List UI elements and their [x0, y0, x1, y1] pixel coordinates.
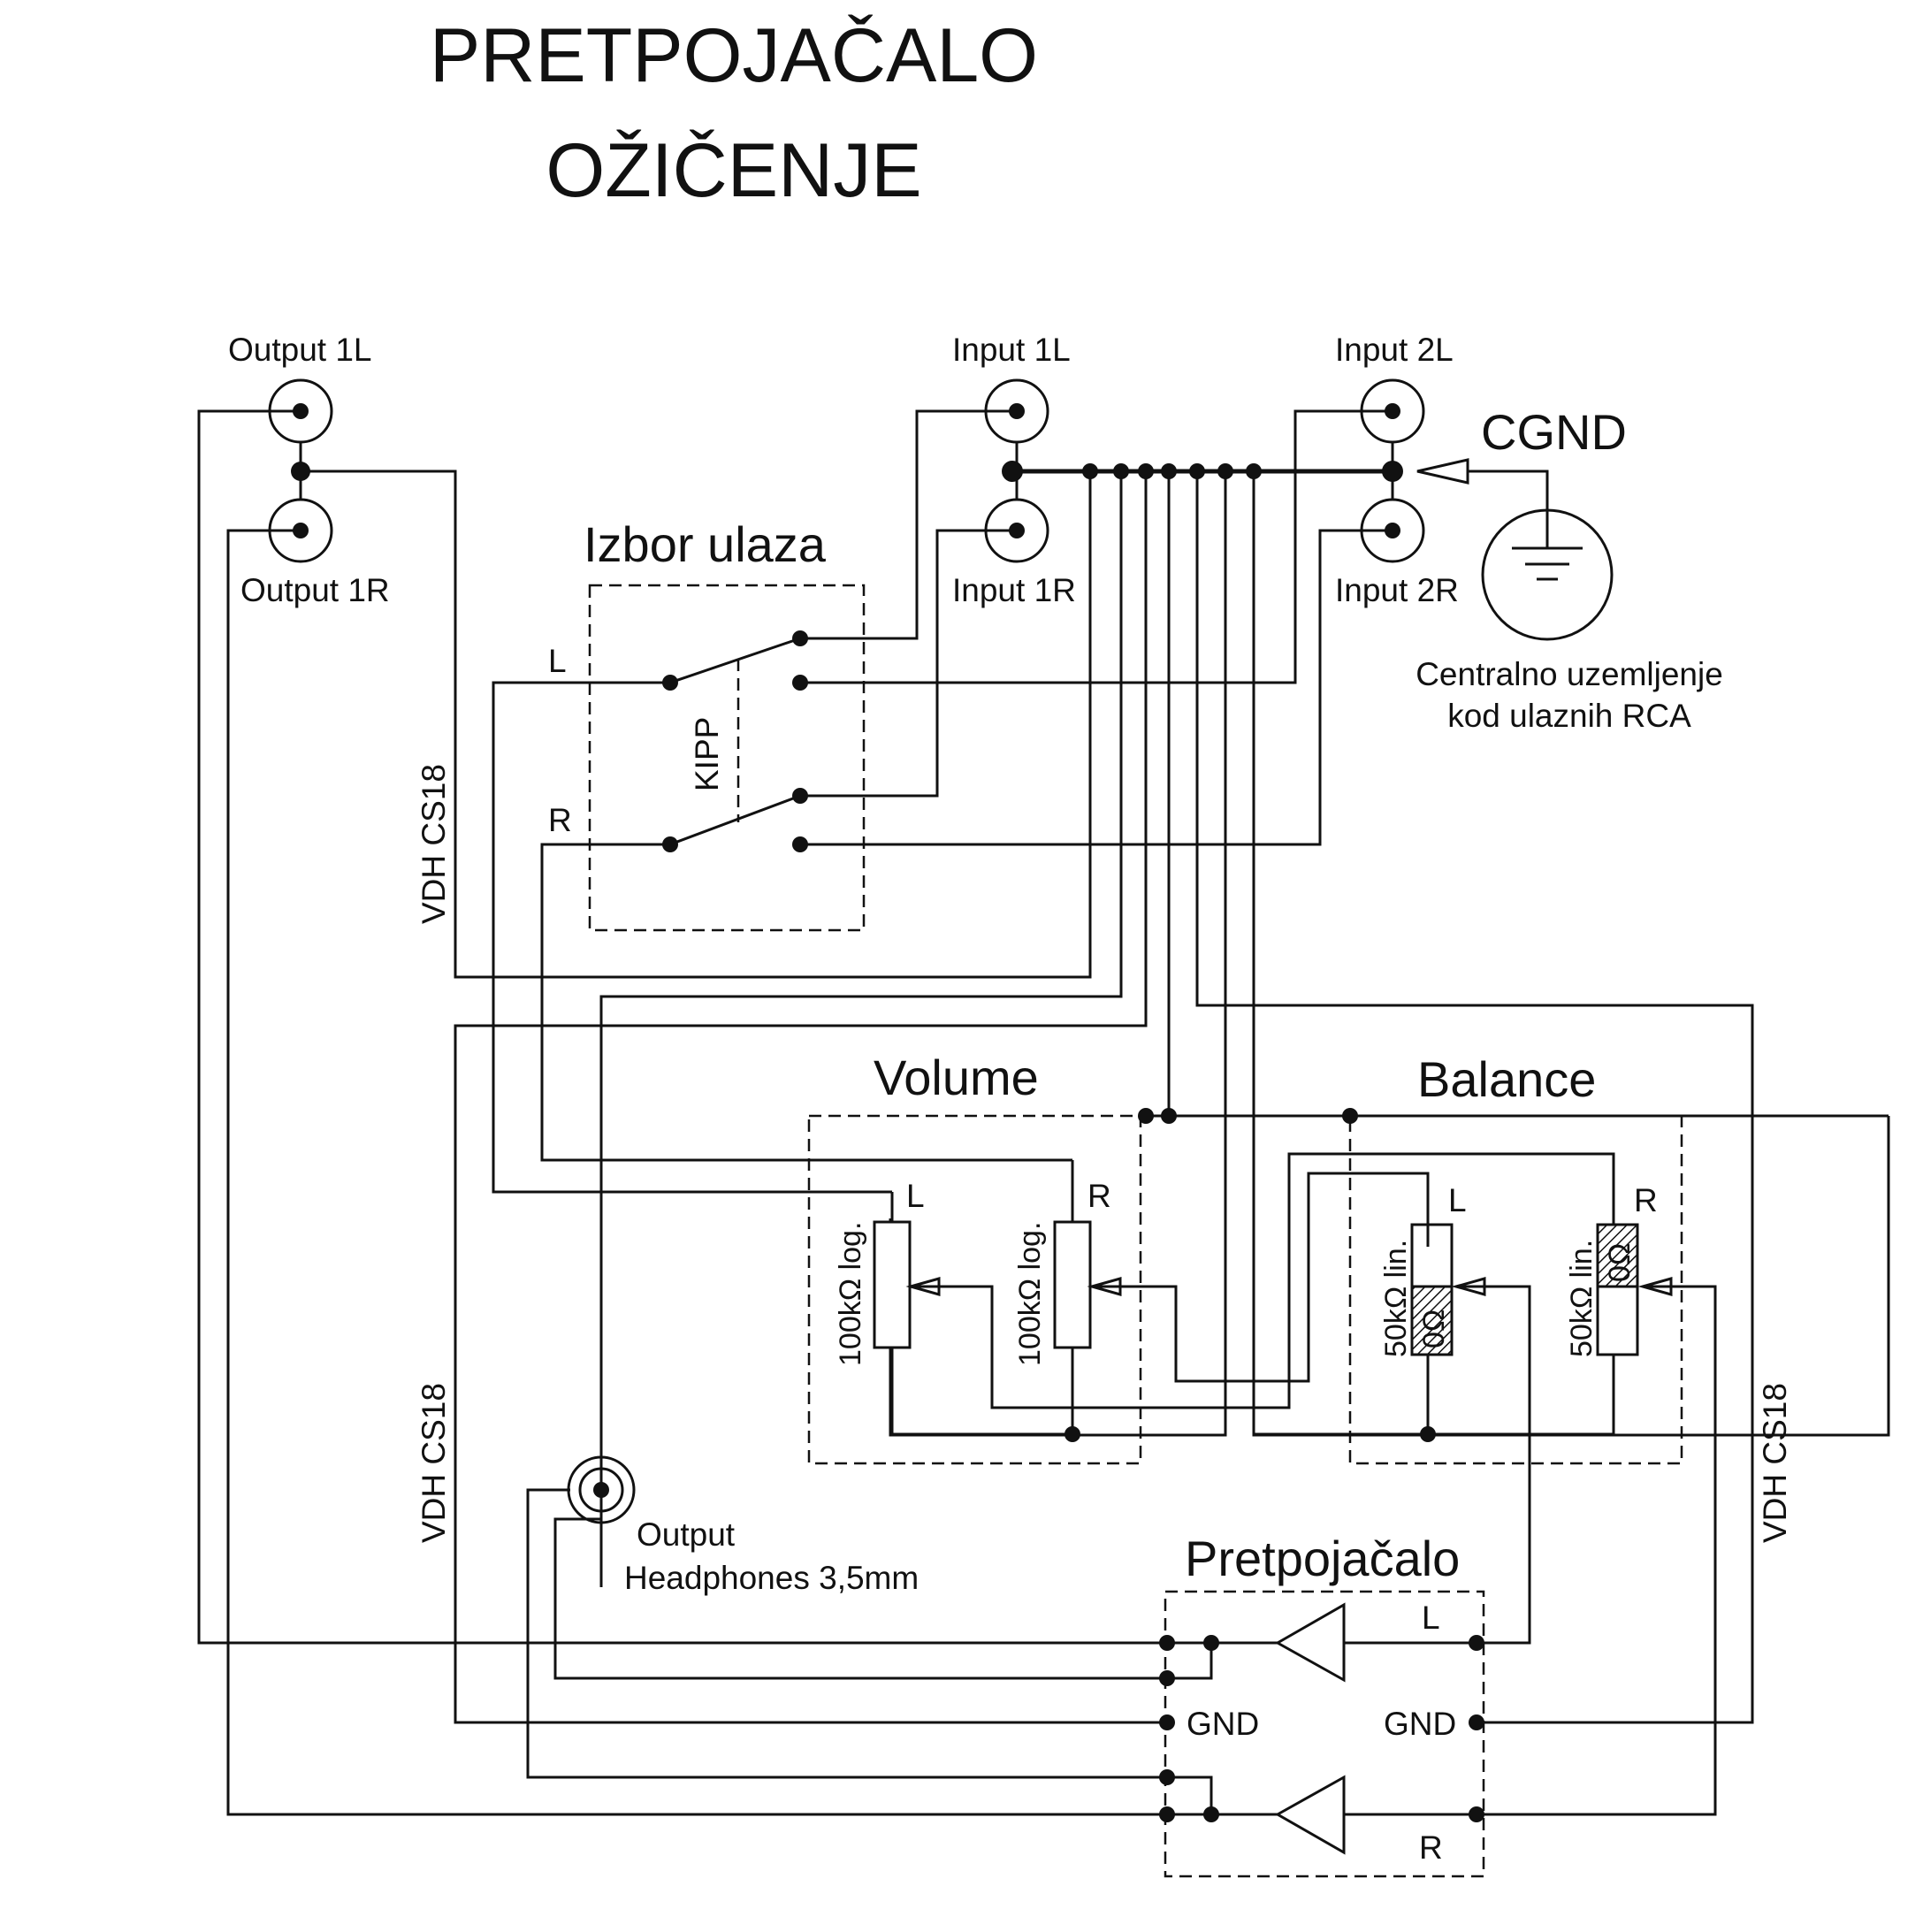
balance-r-label: R [1634, 1182, 1658, 1218]
kipp-label: KIPP [689, 717, 725, 791]
balance-pot-l [1410, 1223, 1486, 1356]
volume-l-label: L [906, 1178, 925, 1214]
ground-note-line2: kod ulaznih RCA [1447, 698, 1691, 734]
ground-note-line1: Centralno uzemljenje [1416, 656, 1723, 692]
preamp-amp-r [1211, 1775, 1477, 1855]
balance-pot-r-value: 50kΩ lin. [1565, 1240, 1599, 1357]
preamp-gnd-in-label: GND [1187, 1706, 1259, 1742]
output-1r-label: Output 1R [240, 572, 390, 608]
selector-box [588, 584, 866, 932]
headphone-jack [567, 1455, 636, 1524]
volume-title: Volume [874, 1050, 1039, 1105]
selector-title: Izbor ulaza [584, 516, 827, 572]
volume-pot-r [1053, 1160, 1122, 1349]
input-2r-label: Input 2R [1335, 572, 1459, 608]
balance-box [1348, 1114, 1683, 1465]
balance-r-zero-ohm: 0Ω [1603, 1243, 1637, 1282]
volume-r-label: R [1087, 1178, 1111, 1214]
cable-label-left-lower: VDH CS18 [416, 1383, 452, 1543]
input-1l-label: Input 1L [952, 332, 1071, 368]
balance-pot-l-value: 50kΩ lin. [1379, 1240, 1413, 1357]
kipp-switch [669, 637, 801, 846]
volume-pot-r-value: 100kΩ log. [1013, 1222, 1047, 1366]
preamp-r-label: R [1419, 1829, 1443, 1866]
input-1r-label: Input 1R [952, 572, 1076, 608]
preamp-title: Pretpojačalo [1185, 1531, 1460, 1586]
volume-box [807, 1114, 1142, 1465]
title-line1: PRETPOJAČALO [430, 13, 1038, 98]
wires [197, 409, 1890, 1816]
selector-left-label: L [548, 643, 567, 679]
output-1l-label: Output 1L [228, 332, 372, 368]
balance-l-zero-ohm: 0Ω [1417, 1310, 1451, 1348]
volume-pot-l [873, 1192, 941, 1349]
cable-label-right: VDH CS18 [1757, 1383, 1793, 1543]
preamp-gnd-out-label: GND [1384, 1706, 1456, 1742]
selector-right-label: R [548, 802, 572, 838]
preamp-l-label: L [1422, 1600, 1440, 1636]
balance-pot-r [1596, 1223, 1673, 1356]
junction-dots [291, 461, 1484, 1822]
headphones-label-line1: Output [637, 1516, 736, 1553]
input-2l-label: Input 2L [1335, 332, 1454, 368]
balance-title: Balance [1417, 1051, 1596, 1107]
ground-symbol [1416, 458, 1614, 641]
title-line2: OŽIČENJE [546, 128, 921, 213]
preamp-amp-l [1211, 1602, 1477, 1683]
cable-label-left-upper: VDH CS18 [416, 764, 452, 924]
balance-l-label: L [1448, 1182, 1467, 1218]
preamp-box [1164, 1590, 1485, 1878]
volume-pot-l-value: 100kΩ log. [834, 1222, 867, 1366]
headphones-label-line2: Headphones 3,5mm [624, 1560, 919, 1596]
cgnd-label: CGND [1481, 404, 1627, 460]
